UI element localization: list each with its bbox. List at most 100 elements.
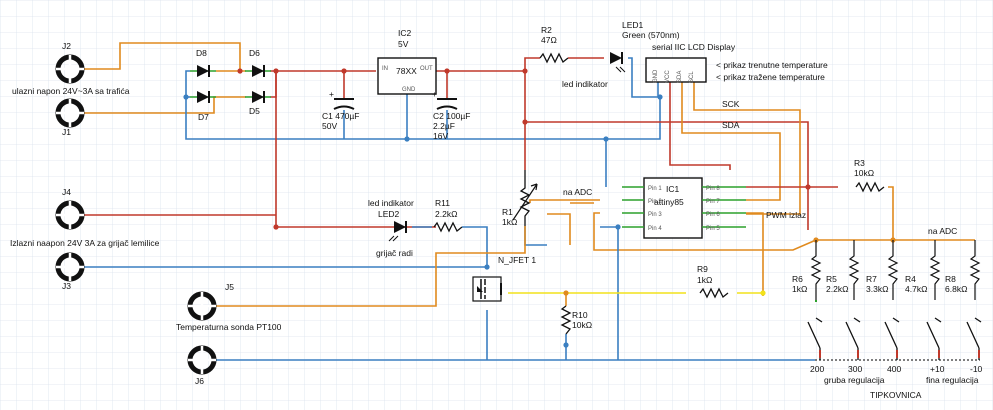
label-pwm: PWM izlaz — [766, 210, 806, 220]
node-dot — [760, 290, 766, 296]
wire-r11-drain — [462, 226, 488, 268]
label-r1-val: 1kΩ — [502, 217, 517, 227]
label-led-indicator-top: led indikator — [562, 79, 608, 89]
label-j1: J1 — [62, 127, 71, 137]
label-r10: R10 — [572, 310, 588, 320]
diode-d6 — [245, 65, 271, 77]
label-led-indicator-2: led indikator — [368, 198, 414, 208]
connector-j6 — [187, 345, 217, 375]
resistor-r10 — [560, 305, 572, 335]
label-q1: N_JFET 1 — [498, 255, 536, 265]
label-led1: LED1 — [622, 20, 644, 30]
label-btn-400: 400 — [887, 364, 901, 374]
label-c2-v: 16V — [433, 131, 448, 141]
node-dot — [273, 224, 279, 230]
label-sda: SDA — [722, 120, 740, 130]
label-btn-300: 300 — [848, 364, 862, 374]
resistor-r11 — [433, 221, 463, 233]
node-dot — [805, 184, 811, 190]
label-r3-val: 10kΩ — [854, 168, 874, 178]
resistor-r9 — [699, 287, 729, 299]
label-ic1-pin5: Pin 5 — [706, 226, 720, 232]
svg-text:+: + — [432, 89, 437, 99]
node-dot — [890, 237, 896, 243]
label-ic1-pin7: Pin 7 — [706, 199, 720, 205]
label-ic2: IC2 — [398, 28, 412, 38]
node-dot — [657, 94, 663, 100]
connector-j4 — [55, 200, 85, 230]
capacitor-c2: + — [432, 89, 458, 110]
connector-j5 — [187, 291, 217, 321]
label-d6: D6 — [249, 48, 260, 58]
label-lcd-note1: < prikaz trenutne temperature — [716, 60, 828, 70]
label-r6: R6 — [792, 274, 803, 284]
label-r7-val: 3.3kΩ — [866, 284, 888, 294]
label-lcd-pin-sda: SDA — [677, 71, 683, 83]
label-btn-minus10: -10 — [970, 364, 983, 374]
label-input-voltage: ulazni napon 24V~3A sa trafića — [12, 86, 130, 96]
node-dot — [341, 68, 347, 74]
wire-5v — [436, 57, 540, 72]
label-output-voltage: Izlazni naapon 24V 3A za grijač lemilice — [10, 238, 160, 248]
label-j5: J5 — [225, 282, 234, 292]
node-dot — [484, 264, 490, 270]
label-keypad: TIPKOVNICA — [870, 390, 922, 400]
label-coarse: gruba regulacija — [824, 375, 885, 385]
wire-pin6-pwm — [746, 212, 764, 296]
label-ic2-gnd: GND — [402, 87, 416, 93]
label-btn-plus10: +10 — [930, 364, 945, 374]
label-j2: J2 — [62, 41, 71, 51]
node-dot — [603, 136, 609, 142]
node-dot — [273, 68, 279, 74]
resistor-r2 — [539, 52, 569, 64]
label-r1: R1 — [502, 207, 513, 217]
node-dot — [813, 237, 819, 243]
wire-lcd-vcc — [669, 82, 731, 170]
label-led2: LED2 — [378, 209, 400, 219]
capacitor-c1: + — [329, 89, 355, 110]
label-na-adc-mid: na ADC — [563, 187, 592, 197]
connector-j2 — [55, 54, 85, 84]
lcd-display — [645, 57, 707, 83]
label-r9: R9 — [697, 264, 708, 274]
label-r5: R5 — [826, 274, 837, 284]
label-r9-val: 1kΩ — [697, 275, 712, 285]
label-j6: J6 — [195, 376, 204, 386]
label-r7: R7 — [866, 274, 877, 284]
label-c1: C1 470µF — [322, 111, 360, 121]
node-dot — [237, 68, 243, 74]
connector-j1 — [55, 98, 85, 128]
label-r5-val: 2.2kΩ — [826, 284, 848, 294]
label-d5: D5 — [249, 106, 260, 116]
keypad-resistor-r6 — [810, 240, 822, 302]
label-j4: J4 — [62, 187, 71, 197]
label-lcd-pin-scl: SCL — [689, 71, 695, 83]
label-lcd-title: serial IIC LCD Display — [652, 42, 736, 52]
label-ic1-pin3: Pin 3 — [648, 212, 662, 218]
wire-rect-gnd — [185, 70, 661, 140]
label-fine: fina regulacija — [926, 375, 979, 385]
label-ic2-out: OUT — [420, 66, 433, 72]
ic1-attiny85 — [622, 177, 746, 239]
label-lcd-pin-gnd: GND — [653, 69, 659, 83]
node-dot — [522, 119, 528, 125]
node-dot — [563, 342, 569, 348]
keypad-resistor-r8 — [969, 240, 981, 300]
label-c2-val: 2.2µF — [433, 121, 455, 131]
label-probe: Temperaturna sonda PT100 — [176, 322, 282, 332]
label-d7: D7 — [198, 112, 209, 122]
label-r11-val: 2.2kΩ — [435, 209, 457, 219]
label-d8: D8 — [196, 48, 207, 58]
diode-d8 — [190, 65, 216, 77]
label-r2: R2 — [541, 25, 552, 35]
junction-dots — [183, 68, 896, 348]
label-r2-val: 47Ω — [541, 35, 557, 45]
wire-led1-lcd — [628, 57, 660, 98]
node-dot — [444, 68, 450, 74]
node-dot — [183, 94, 189, 100]
wire-pin3 — [593, 212, 817, 251]
label-ic2-part: 78XX — [396, 66, 417, 76]
node-dot — [404, 136, 410, 142]
